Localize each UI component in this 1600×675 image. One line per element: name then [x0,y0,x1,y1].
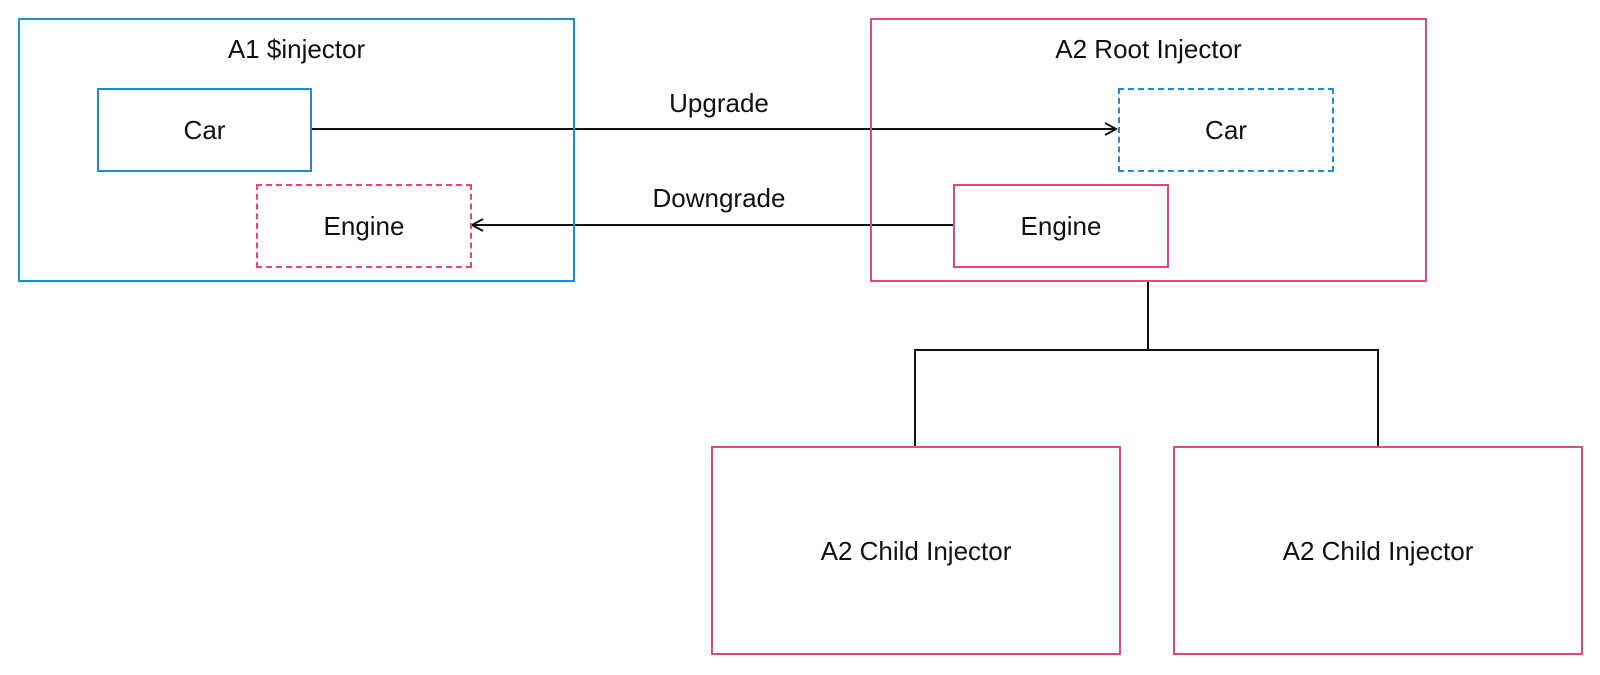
a2-child-injector-left-label: A2 Child Injector [820,535,1012,566]
a1-injector-container: A1 $injector [18,18,575,282]
a1-engine-node[interactable]: Engine [256,184,472,268]
upgrade-label: Upgrade [669,88,769,118]
a2-child-injector-right[interactable]: A2 Child Injector [1173,446,1583,655]
a2-car-node[interactable]: Car [1118,88,1334,172]
a2-root-injector-container: A2 Root Injector [870,18,1427,282]
a2-engine-label: Engine [1020,211,1102,241]
a1-engine-label: Engine [323,211,405,241]
a2-car-label: Car [1205,115,1247,145]
a1-car-node[interactable]: Car [97,88,312,172]
a1-injector-title: A1 $injector [227,34,366,64]
downgrade-label: Downgrade [652,183,786,213]
a2-engine-node[interactable]: Engine [953,184,1169,268]
a1-car-label: Car [183,115,226,145]
a2-root-injector-title: A2 Root Injector [1055,34,1242,64]
a2-child-injector-left[interactable]: A2 Child Injector [711,446,1121,655]
tree-branch [914,349,1379,446]
a2-child-injector-right-label: A2 Child Injector [1282,535,1474,566]
